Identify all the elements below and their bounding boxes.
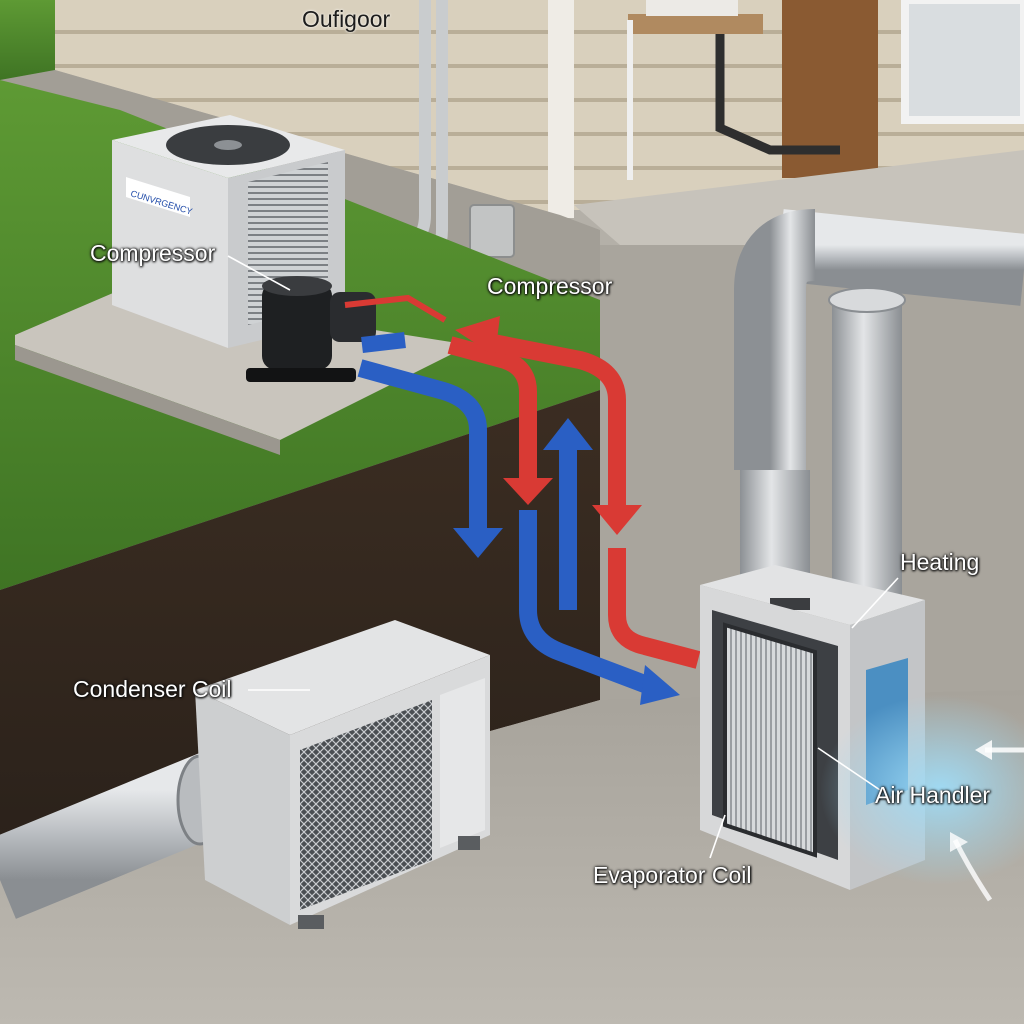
duct-elbow [734, 209, 817, 470]
duct-lower-left [740, 470, 810, 580]
compressor-top [262, 276, 332, 296]
concrete-pad-edge [15, 345, 280, 455]
refrigerant-lines [344, 294, 701, 705]
cold-arrowhead-up [543, 418, 593, 450]
hot-arrow-3 [608, 548, 701, 669]
condenser-foot-2 [458, 836, 480, 850]
cold-arrowhead-2 [640, 665, 680, 705]
cold-arrow-1 [361, 332, 406, 353]
leader-heating [851, 577, 899, 629]
hot-arrow-1 [447, 336, 537, 485]
hot-arrowhead-up [455, 316, 500, 356]
condenser-side-panel [440, 678, 485, 848]
leader-compressor-left [227, 255, 291, 291]
airflow-arrowhead-1 [975, 740, 992, 760]
soil-cutaway [0, 390, 600, 870]
shelf [628, 14, 763, 34]
airflow-glow [820, 695, 1024, 885]
meter-box [646, 0, 738, 16]
label-compressor-right: Compressor [487, 273, 613, 299]
fan-hub [214, 140, 242, 150]
label-compressor-left: Compressor [90, 240, 216, 266]
condenser-top [195, 620, 490, 735]
condenser-unit [0, 620, 490, 929]
label-evaporator-coil: Evaporator Coil [593, 862, 752, 888]
leader-air-handler [817, 747, 881, 791]
outlet-box [469, 204, 515, 258]
condenser-fan-grille [300, 700, 432, 910]
duct-horizontal [776, 209, 1024, 306]
brand-plate [126, 177, 190, 217]
compressor-unit [246, 276, 376, 382]
ductwork [734, 209, 1024, 600]
house-siding [55, 0, 560, 215]
drain-pipe [715, 34, 840, 155]
label-air-handler: Air Handler [875, 782, 991, 808]
airflow-arrowhead-2 [950, 832, 968, 852]
hot-arrowhead-1 [503, 478, 553, 505]
leader-lines [227, 255, 899, 859]
corner-trim [548, 0, 574, 218]
evaporator-coil-body [723, 622, 817, 858]
cold-arrowhead-1 [453, 528, 503, 558]
hot-arrowhead-2 [592, 505, 642, 535]
duct-vertical-right [832, 300, 902, 600]
label-heating: Heating [900, 549, 980, 575]
label-condenser-coil: Condenser Coil [73, 676, 232, 702]
grass [0, 0, 55, 80]
cold-arrow-2 [357, 359, 487, 530]
label-outdoor: Oufigoor [302, 6, 391, 32]
condenser-front [195, 690, 290, 925]
hot-arrow-2 [476, 331, 626, 510]
duct-collar [828, 287, 906, 313]
window [901, 0, 1024, 124]
airflow [820, 695, 1024, 902]
condenser-foot-1 [298, 915, 324, 929]
hot-line-1 [344, 294, 447, 323]
air-handler-unit [700, 565, 925, 890]
leader-evaporator [709, 814, 726, 859]
compressor-body [262, 282, 332, 370]
cold-arrow-3 [519, 510, 659, 697]
compressor-base [246, 368, 356, 382]
